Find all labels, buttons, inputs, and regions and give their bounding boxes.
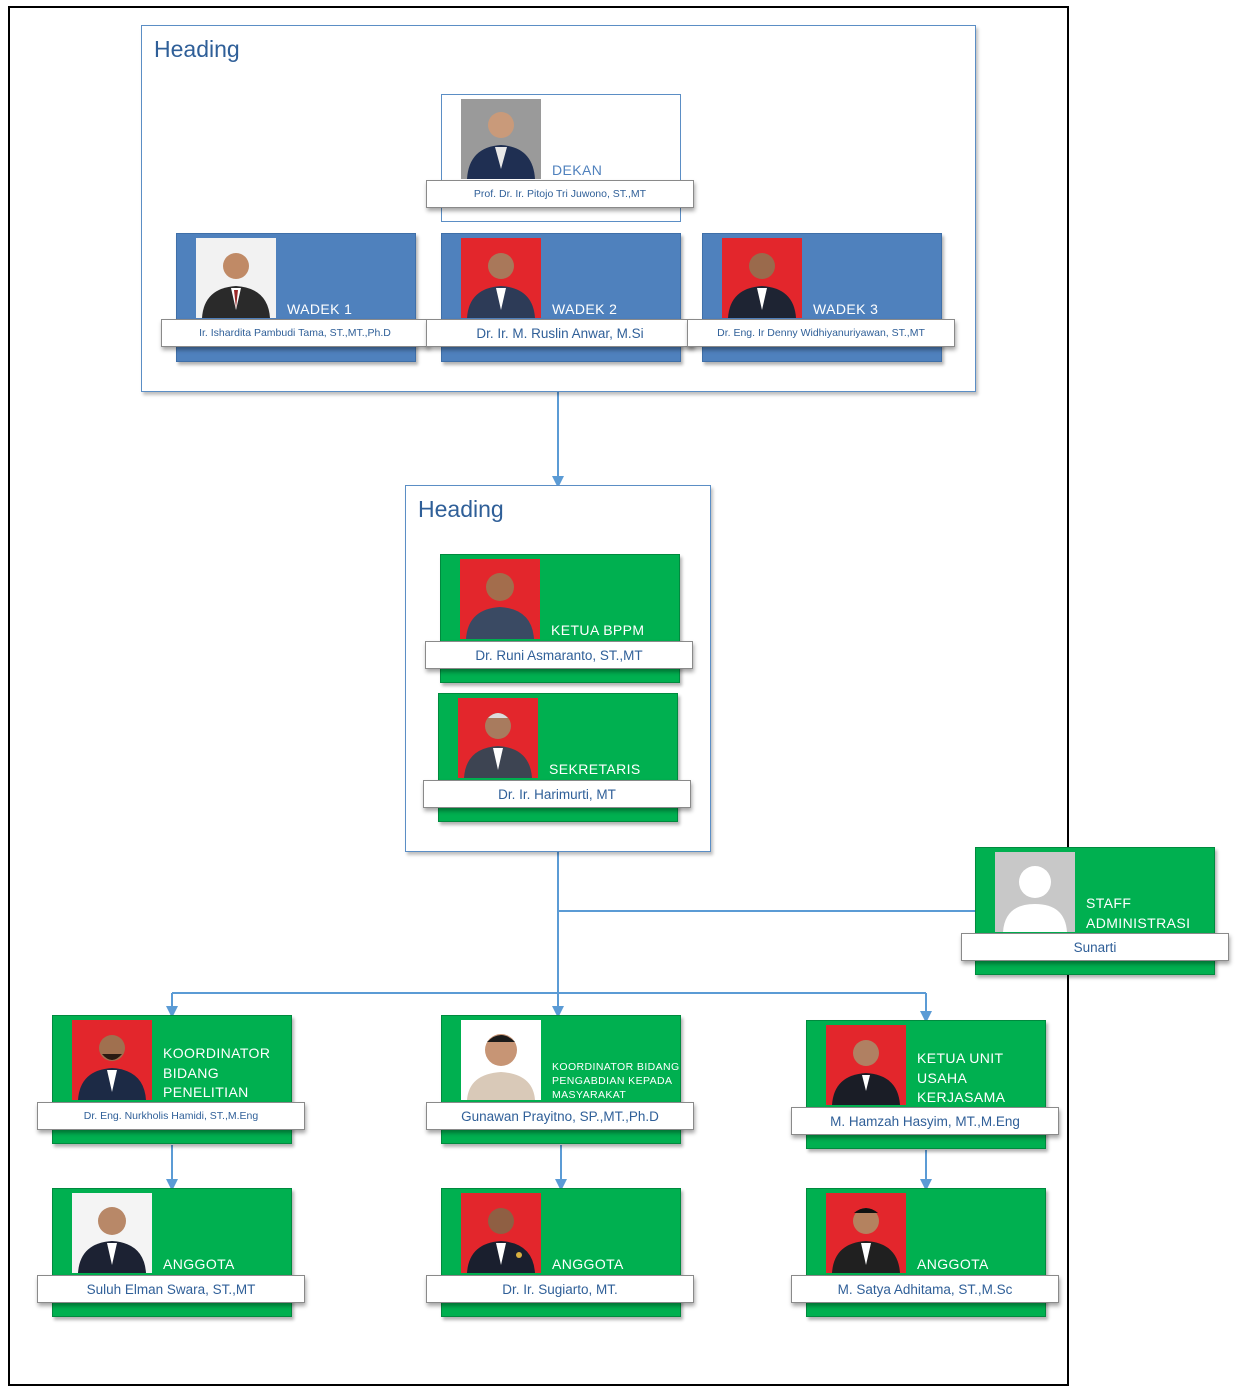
role-wadek-2: WADEK 2 — [552, 301, 618, 317]
nameplate-wadek-1: Ir. Ishardita Pambudi Tama, ST.,MT.,Ph.D — [161, 319, 429, 347]
role-line: STAFF — [1086, 895, 1132, 911]
role-line: KETUA UNIT — [917, 1050, 1004, 1066]
role-line: BIDANG — [163, 1064, 220, 1081]
photo-koordinator-pengabdian — [461, 1020, 541, 1100]
role-dekan: DEKAN — [552, 162, 603, 178]
photo-wadek-3 — [722, 238, 802, 318]
nameplate-staff: Sunarti — [961, 933, 1229, 961]
nameplate-sekretaris-bppm: Dr. Ir. Harimurti, MT — [423, 780, 691, 808]
role-staff: STAFF ADMINISTRASI — [1086, 894, 1190, 933]
role-ketua-unit: KETUA UNIT USAHA KERJASAMA — [917, 1049, 1005, 1108]
nameplate-ketua-bppm: Dr. Runi Asmaranto, ST.,MT — [425, 641, 693, 669]
role-line: PENGABDIAN KEPADA — [552, 1075, 673, 1087]
group-heading: Heading — [154, 36, 240, 62]
photo-ketua-bppm — [460, 559, 540, 639]
nameplate-wadek-3: Dr. Eng. Ir Denny Widhiyanuriyawan, ST.,… — [687, 319, 955, 347]
role-anggota-penelitian: ANGGOTA — [163, 1256, 235, 1272]
photo-anggota-unit — [826, 1193, 906, 1273]
nameplate-koordinator-penelitian: Dr. Eng. Nurkholis Hamidi, ST.,M.Eng — [37, 1102, 305, 1130]
photo-ketua-unit — [826, 1025, 906, 1105]
group-heading: Heading — [418, 496, 504, 522]
nameplate-wadek-2: Dr. Ir. M. Ruslin Anwar, M.Si — [426, 319, 694, 347]
role-line: PENELITIAN — [163, 1084, 249, 1100]
photo-anggota-penelitian — [72, 1193, 152, 1273]
role-line: KERJASAMA — [917, 1089, 1006, 1105]
photo-anggota-pengabdian — [461, 1193, 541, 1273]
photo-sekretaris-bppm — [458, 698, 538, 778]
role-line: ADMINISTRASI — [1086, 914, 1191, 931]
role-anggota-unit: ANGGOTA — [917, 1256, 989, 1272]
photo-dekan — [461, 99, 541, 179]
nameplate-anggota-unit: M. Satya Adhitama, ST.,M.Sc — [791, 1275, 1059, 1303]
role-anggota-pengabdian: ANGGOTA — [552, 1256, 624, 1272]
nameplate-koordinator-pengabdian: Gunawan Prayitno, SP.,MT.,Ph.D — [426, 1102, 694, 1130]
nameplate-anggota-penelitian: Suluh Elman Swara, ST.,MT — [37, 1275, 305, 1303]
nameplate-dekan: Prof. Dr. Ir. Pitojo Tri Juwono, ST.,MT — [426, 180, 694, 208]
photo-koordinator-penelitian — [72, 1020, 152, 1100]
role-line: MASYARAKAT — [552, 1089, 627, 1101]
nameplate-anggota-pengabdian: Dr. Ir. Sugiarto, MT. — [426, 1275, 694, 1303]
role-koordinator-penelitian: KOORDINATOR BIDANG PENELITIAN — [163, 1044, 270, 1103]
role-koordinator-pengabdian: KOORDINATOR BIDANG PENGABDIAN KEPADA MAS… — [552, 1060, 680, 1102]
role-wadek-3: WADEK 3 — [813, 301, 879, 317]
role-wadek-1: WADEK 1 — [287, 301, 353, 317]
role-ketua-bppm: KETUA BPPM — [551, 622, 645, 638]
photo-staff — [995, 852, 1075, 932]
photo-wadek-1 — [196, 238, 276, 318]
role-line: KOORDINATOR BIDANG — [552, 1061, 680, 1073]
nameplate-ketua-unit: M. Hamzah Hasyim, MT.,M.Eng — [791, 1107, 1059, 1135]
role-line: USAHA — [917, 1069, 968, 1086]
role-line: KOORDINATOR — [163, 1045, 271, 1061]
photo-wadek-2 — [461, 238, 541, 318]
